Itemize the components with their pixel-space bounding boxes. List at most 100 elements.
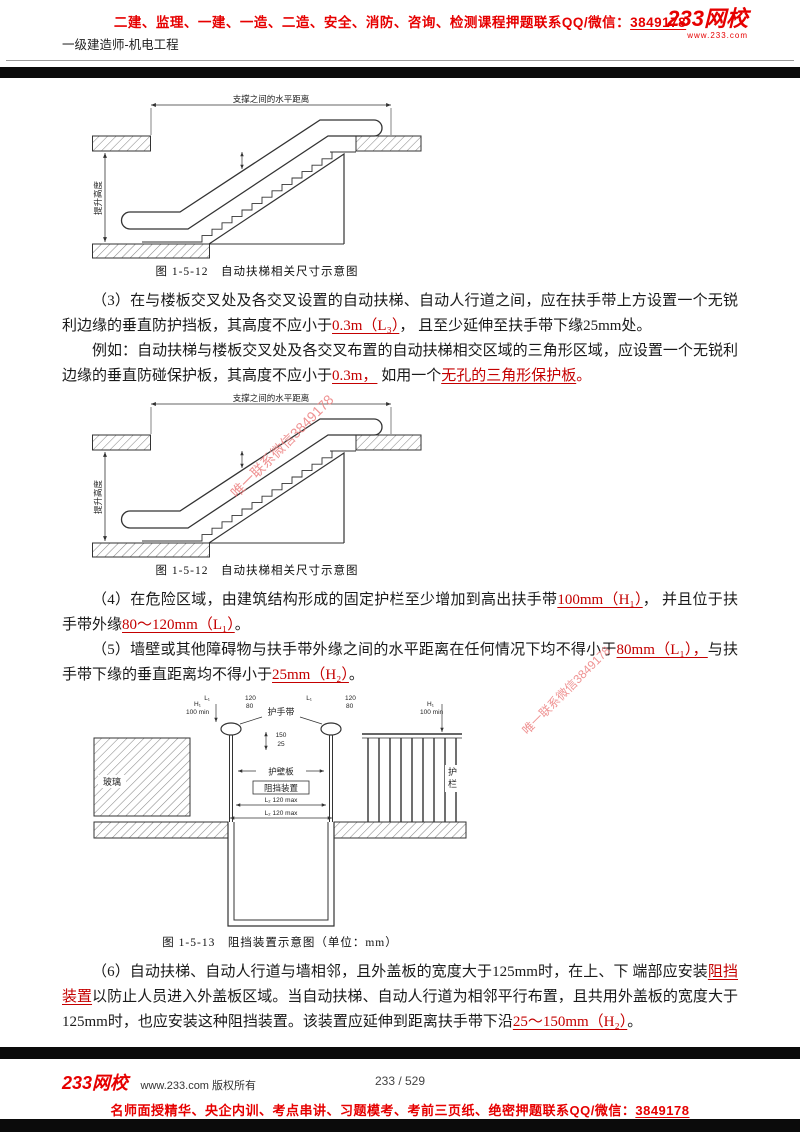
brand-logo-text: 233网校 <box>667 6 748 31</box>
upper-slab-right <box>355 434 422 451</box>
footer-promo: 名师面授精华、央企内训、考点串讲、习题模考、考前三页纸、绝密押题联系QQ/微信：… <box>0 1100 800 1119</box>
footer-black-bar <box>0 1047 800 1059</box>
page-number: 233 / 529 <box>374 1074 426 1088</box>
text-segment: 无孔的三角形保护板 <box>441 368 577 384</box>
text-segment: 100mm（H₁） <box>557 592 643 608</box>
text-segment: 25mm（H₂） <box>272 667 349 683</box>
course-title: 一级建造师-机电工程 <box>62 38 179 52</box>
text-segment: （6）自动扶梯、自动人行道与墙相邻，且外盖板的宽度大于125mm时，在上、下 端… <box>92 964 708 980</box>
page-footer: 233网校 www.233.com 版权所有 233 / 529 名师面授精华、… <box>0 1059 800 1132</box>
header-promo-text: 二建、监理、一建、一造、二造、安全、消防、咨询、检测课程押题联系QQ/微信： <box>113 15 631 30</box>
figure-barrier-device: 玻璃 护手带 护 栏 护壁板 阻挡装置 H₁ 100 min H₁ 100 mi… <box>90 690 470 956</box>
text-segment: 0.3m（L₃） <box>332 318 400 334</box>
dim-80-left: 80 <box>246 703 254 710</box>
truss-underside <box>208 451 345 544</box>
upper-slab-left <box>92 135 151 152</box>
text-segment: 。 <box>576 368 592 384</box>
railing-bars <box>367 738 457 822</box>
dim-100min-right: 100 min <box>420 709 444 716</box>
label-glass: 玻璃 <box>103 776 121 787</box>
dim-100min-left: 100 min <box>186 709 210 716</box>
text-segment: 80～120mm（L₁） <box>122 617 235 633</box>
figure-escalator-1: 支撑之间的水平距离 提升高度 图 1-5-12 自动扶梯相关尺寸示意图 <box>92 92 422 285</box>
escalator-steps <box>192 152 333 243</box>
dim-150: 150 <box>276 732 287 739</box>
text-segment: 0.3m， <box>332 368 378 384</box>
escalator-diagram: 支撑之间的水平距离 提升高度 <box>92 92 422 259</box>
top-black-bar <box>0 67 800 78</box>
upper-slab-left <box>92 434 151 451</box>
balustrade-handrail <box>120 119 383 230</box>
balustrade-handrail <box>120 418 383 529</box>
paragraph-4: （4）在危险区域，由建筑结构形成的固定护栏至少增加到高出扶手带100mm（H₁）… <box>62 588 738 638</box>
lower-slab <box>92 542 210 558</box>
brand-logo: 233网校 www.233.com <box>667 6 748 41</box>
figure-caption-1: 图 1-5-12 自动扶梯相关尺寸示意图 <box>155 266 359 278</box>
dim-l2-upper: L₂ 120 max <box>265 797 299 804</box>
text-segment: 阻挡装置 <box>62 964 738 1005</box>
dim-l2-lower: L₂ 120 max <box>265 810 299 817</box>
text-segment: 。 <box>348 667 364 683</box>
label-rise-height: 提升高度 <box>93 480 103 515</box>
text-segment: 例如：自动扶梯与楼板交叉处及各交叉布置的自动扶梯相交区域的三角形区域，应设置一个… <box>62 343 738 384</box>
dim-l1-left: L₁ <box>204 695 211 702</box>
label-skirt-panel: 护壁板 <box>268 767 294 777</box>
well-channel-inner <box>233 822 329 921</box>
bottom-black-bar <box>0 1119 800 1132</box>
text-segment: 。 <box>627 1014 643 1030</box>
dim-120-left: 120 <box>245 695 256 702</box>
text-segment: （3）在与楼板交叉处及各交叉设置的自动扶梯、自动人行道之间，应在扶手带上方设置一… <box>62 293 738 334</box>
brand-logo-url: www.233.com <box>687 31 748 40</box>
dim-h1-left: H₁ <box>194 701 202 708</box>
figure-caption-3: 图 1-5-13 阻挡装置示意图（单位：mm） <box>162 937 398 949</box>
footer-logo: 233网校 <box>62 1073 129 1093</box>
dim-80-right: 80 <box>346 703 354 710</box>
barrier-device-diagram: 玻璃 护手带 护 栏 护壁板 阻挡装置 H₁ 100 min H₁ 100 mi… <box>90 690 470 930</box>
paragraph-3: （3）在与楼板交叉处及各交叉设置的自动扶梯、自动人行道之间，应在扶手带上方设置一… <box>62 289 738 339</box>
handrail-section-right <box>320 722 342 736</box>
page-header: 二建、监理、一建、一造、二造、安全、消防、咨询、检测课程押题联系QQ/微信：38… <box>0 0 800 78</box>
label-railing-char2: 栏 <box>448 778 457 789</box>
text-segment: 。 <box>234 617 250 633</box>
footer-promo-number: 3849178 <box>635 1103 690 1118</box>
escalator-steps <box>192 451 333 542</box>
figure-caption-2: 图 1-5-12 自动扶梯相关尺寸示意图 <box>155 565 359 577</box>
label-span-distance: 支撑之间的水平距离 <box>233 393 310 403</box>
header-divider <box>6 60 794 61</box>
text-segment: （5）墙壁或其他障碍物与扶手带外缘之间的水平距离在任何情况下均不得小于 <box>92 642 617 658</box>
text-segment: 与扶手带下缘的垂直距离均不得小于 <box>62 642 738 683</box>
text-segment: ， 并且位于扶手带外缘 <box>62 592 738 633</box>
upper-slab-right <box>355 135 422 152</box>
document-body: 支撑之间的水平距离 提升高度 图 1-5-12 自动扶梯相关尺寸示意图 （3）在… <box>0 78 800 1035</box>
dim-l1-right: L₁ <box>306 695 313 702</box>
text-segment: ， 且至少延伸至扶手带下缘25mm处。 <box>399 318 652 334</box>
text-segment: 80mm（L₁）， <box>616 642 708 658</box>
text-segment: （4）在危险区域，由建筑结构形成的固定护栏至少增加到高出扶手带 <box>92 592 558 608</box>
footer-brand: 233网校 www.233.com 版权所有 <box>62 1069 256 1095</box>
handrail-section-left <box>220 722 242 736</box>
dim-25: 25 <box>277 741 285 748</box>
dim-120-right: 120 <box>345 695 356 702</box>
text-segment: 以防止人员进入外盖板区域。当自动扶梯、自动人行道为相邻平行布置，且共用外盖板的宽… <box>62 989 738 1030</box>
footer-promo-text: 名师面授精华、央企内训、考点串讲、习题模考、考前三页纸、绝密押题联系QQ/微信： <box>110 1103 636 1118</box>
figure-escalator-2: 支撑之间的水平距离 提升高度 图 1-5-12 自动扶梯相关尺寸示意图 <box>92 391 422 584</box>
paragraph-5: （5）墙壁或其他障碍物与扶手带外缘之间的水平距离在任何情况下均不得小于80mm（… <box>62 638 738 688</box>
label-rise-height: 提升高度 <box>93 181 103 216</box>
label-railing-char1: 护 <box>448 766 457 777</box>
header-promo: 二建、监理、一建、一造、二造、安全、消防、咨询、检测课程押题联系QQ/微信：38… <box>0 0 800 31</box>
truss-underside <box>208 152 345 245</box>
label-barrier-device: 阻挡装置 <box>264 783 299 793</box>
paragraph-6: （6）自动扶梯、自动人行道与墙相邻，且外盖板的宽度大于125mm时，在上、下 端… <box>62 960 738 1035</box>
lower-slab <box>92 243 210 259</box>
paragraph-example: 例如：自动扶梯与楼板交叉处及各交叉布置的自动扶梯相交区域的三角形区域，应设置一个… <box>62 339 738 389</box>
label-span-distance: 支撑之间的水平距离 <box>233 94 310 104</box>
label-handrail: 护手带 <box>267 706 294 717</box>
text-segment: 25～150mm（H₂） <box>512 1014 628 1030</box>
well-channel-outer <box>227 822 335 927</box>
text-segment: 如用一个 <box>377 368 442 384</box>
floor-right <box>333 821 467 839</box>
floor-left <box>93 821 229 839</box>
header-promo-number: 3849178 <box>630 15 687 30</box>
footer-copyright: www.233.com 版权所有 <box>140 1080 257 1092</box>
